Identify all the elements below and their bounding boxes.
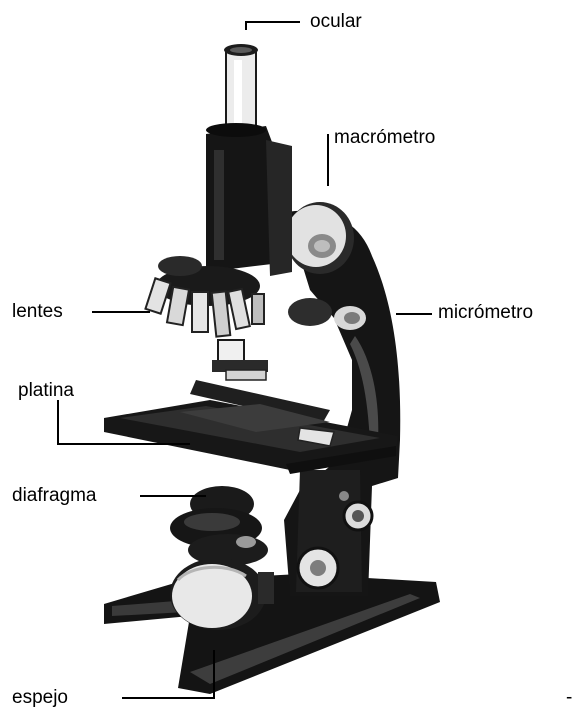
leader-ocular — [246, 22, 300, 30]
label-macrometro: macrómetro — [334, 128, 435, 147]
label-platina: platina — [18, 381, 74, 400]
dash-mark: - — [566, 688, 572, 707]
diaphragm — [170, 486, 268, 566]
label-micrometro: micrómetro — [438, 303, 533, 322]
microscope-arm — [284, 211, 400, 596]
eyepiece — [224, 44, 258, 130]
label-espejo: espejo — [12, 688, 68, 707]
objective-lenses — [145, 256, 264, 337]
condenser-column — [212, 340, 268, 380]
label-lentes: lentes — [12, 302, 63, 321]
coarse-focus-knob — [286, 202, 354, 274]
label-diafragma: diafragma — [12, 486, 97, 505]
body-tube — [206, 123, 292, 276]
label-ocular: ocular — [310, 12, 362, 31]
